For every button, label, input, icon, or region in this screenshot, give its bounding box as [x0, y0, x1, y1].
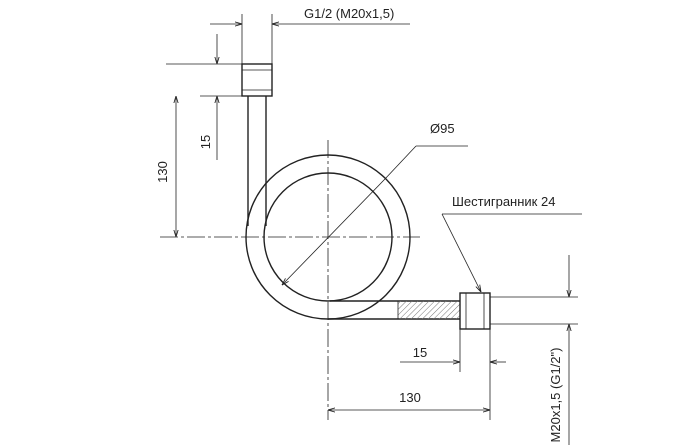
dim-15-horizontal: 15	[413, 345, 427, 360]
diameter-dimension: Ø95	[282, 121, 468, 285]
dim-15-vertical: 15	[198, 135, 213, 149]
hex-fitting	[459, 292, 491, 330]
right-thread-label: M20x1,5 (G1/2")	[548, 348, 563, 443]
dim-130-horizontal: 130	[399, 390, 421, 405]
hexagon-callout: Шестигранник 24	[441, 194, 582, 292]
top-thread-dimension: G1/2 (M20x1,5)	[210, 6, 410, 64]
vertical-130-dimension: 130	[155, 63, 242, 237]
top-thread-label: G1/2 (M20x1,5)	[304, 6, 394, 21]
hexagon-label: Шестигранник 24	[452, 194, 555, 209]
top-fitting	[241, 63, 273, 97]
horizontal-130-dimension: 130	[328, 390, 490, 410]
vertical-15-dimension: 15	[198, 34, 242, 160]
center-lines	[160, 140, 420, 420]
horizontal-15-dimension: 15	[400, 329, 506, 420]
diameter-label: Ø95	[430, 121, 455, 136]
dim-130-vertical: 130	[155, 161, 170, 183]
right-thread-dimension: M20x1,5 (G1/2")	[490, 255, 578, 445]
